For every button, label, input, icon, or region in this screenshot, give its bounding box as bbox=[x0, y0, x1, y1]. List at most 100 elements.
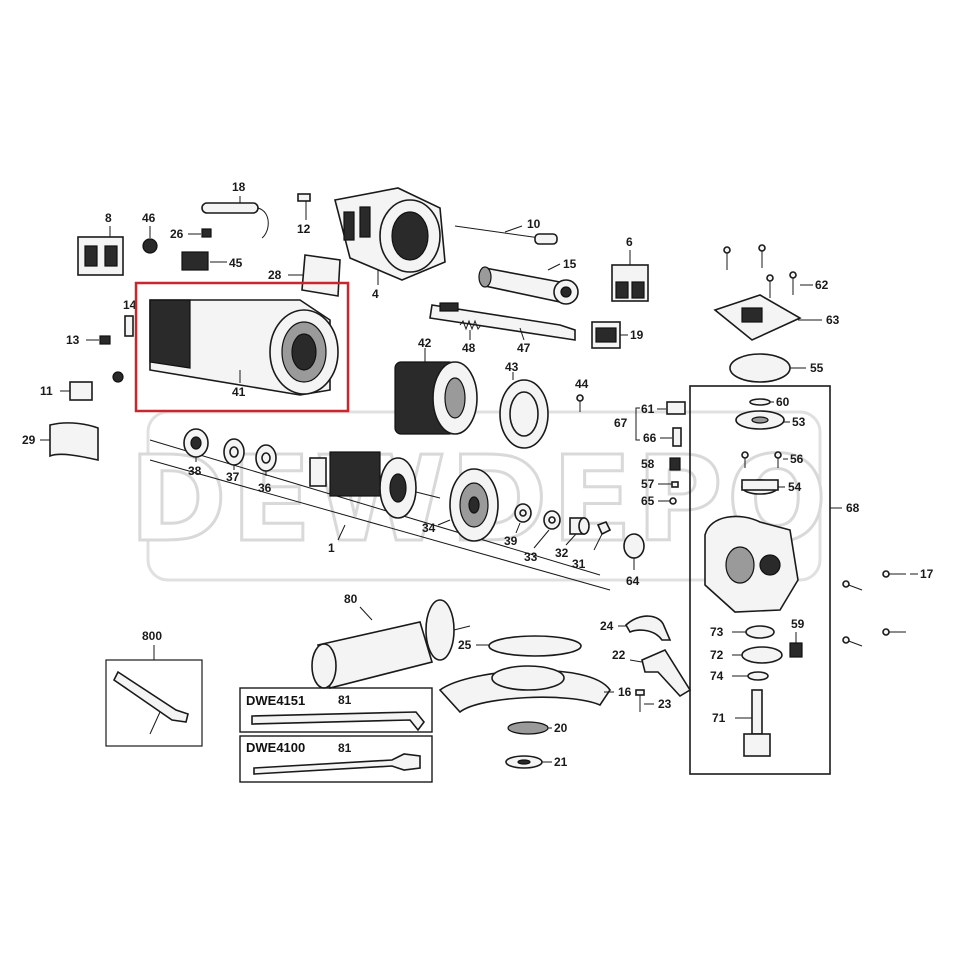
label-39: 39 bbox=[504, 534, 518, 548]
part-38-bearing[interactable]: 38 bbox=[183, 428, 209, 478]
part-33-washer[interactable]: 33 bbox=[524, 510, 561, 564]
part-74-washer[interactable]: 74 bbox=[710, 669, 769, 683]
part-25-ring[interactable]: 25 bbox=[458, 635, 582, 657]
part-32-bearing[interactable]: 32 bbox=[555, 517, 590, 560]
part-42-field[interactable]: 42 bbox=[394, 336, 478, 435]
part-18-wire[interactable]: 18 bbox=[201, 180, 269, 239]
part-56-screws[interactable]: 56 bbox=[741, 451, 804, 468]
label-800: 800 bbox=[142, 629, 162, 643]
part-45-switch[interactable]: 45 bbox=[181, 251, 243, 271]
label-20: 20 bbox=[554, 721, 568, 735]
label-71: 71 bbox=[712, 711, 726, 725]
part-20-flange[interactable]: 20 bbox=[507, 721, 568, 735]
group-box-68 bbox=[689, 385, 831, 775]
part-16-guard[interactable]: 16 bbox=[438, 665, 632, 714]
part-13-screw[interactable]: 13 bbox=[66, 333, 111, 347]
part-47-switch-rod[interactable]: 47 bbox=[429, 302, 576, 355]
part-11-brush[interactable]: 11 bbox=[40, 371, 124, 401]
label-25: 25 bbox=[458, 638, 472, 652]
label-72: 72 bbox=[710, 648, 724, 662]
label-22: 22 bbox=[612, 648, 626, 662]
label-56: 56 bbox=[790, 452, 804, 466]
label-23: 23 bbox=[658, 697, 672, 711]
part-57-washer[interactable]: 57 bbox=[641, 477, 679, 491]
label-17: 17 bbox=[920, 567, 934, 581]
part-37-washer[interactable]: 37 bbox=[223, 438, 245, 484]
part-36-washer[interactable]: 36 bbox=[255, 444, 277, 495]
part-44-screw[interactable]: 44 bbox=[575, 377, 589, 412]
part-12-screw[interactable]: 12 bbox=[297, 193, 311, 236]
part-14-terminal[interactable]: 14 bbox=[123, 298, 137, 337]
part-39-washer[interactable]: 39 bbox=[504, 503, 532, 548]
label-15: 15 bbox=[563, 257, 577, 271]
part-72-gear[interactable]: 72 bbox=[710, 646, 783, 664]
part-8-brush-holder[interactable]: 8 bbox=[77, 211, 124, 276]
part-23-screw[interactable]: 23 bbox=[635, 689, 672, 712]
part-54-bearing[interactable]: 54 bbox=[741, 479, 802, 495]
part-34-fan[interactable]: 34 bbox=[422, 468, 499, 542]
part-80-side-handle[interactable]: 80 bbox=[311, 592, 471, 689]
label-4: 4 bbox=[372, 287, 379, 301]
part-58-spring[interactable]: 58 bbox=[641, 457, 681, 471]
part-66-pin[interactable]: 66 bbox=[643, 427, 682, 447]
part-63-cover[interactable]: 63 bbox=[713, 294, 840, 341]
label-73: 73 bbox=[710, 625, 724, 639]
label-29: 29 bbox=[22, 433, 36, 447]
part-71-spindle[interactable]: 71 bbox=[712, 689, 771, 757]
label-8: 8 bbox=[105, 211, 112, 225]
part-29-label-plate[interactable]: 29 bbox=[22, 422, 99, 461]
part-65-clip[interactable]: 65 bbox=[641, 494, 677, 508]
part-59-key[interactable]: 59 bbox=[789, 617, 805, 658]
label-43: 43 bbox=[505, 360, 519, 374]
part-1-armature[interactable]: 1 bbox=[309, 451, 441, 555]
part-24-lever[interactable]: 24 bbox=[600, 615, 672, 641]
label-24: 24 bbox=[600, 619, 614, 633]
part-17-screws[interactable]: 17 bbox=[842, 567, 934, 647]
label-28: 28 bbox=[268, 268, 282, 282]
model-box-dwe4100: DWE4100 81 bbox=[239, 735, 433, 783]
part-64-ring[interactable]: 64 bbox=[623, 533, 645, 588]
model-box-dwe4151: DWE4151 81 bbox=[239, 687, 433, 733]
part-28-insulator[interactable]: 28 bbox=[268, 254, 341, 297]
label-68: 68 bbox=[846, 501, 860, 515]
label-41: 41 bbox=[232, 385, 246, 399]
label-67: 67 bbox=[614, 416, 628, 430]
part-48-spring[interactable]: 48 bbox=[459, 319, 482, 355]
part-60-washer[interactable]: 60 bbox=[749, 395, 790, 409]
highlight-box bbox=[134, 281, 350, 413]
part-800-kit[interactable]: 800 bbox=[105, 629, 203, 747]
part-4-housing[interactable]: 4 bbox=[334, 187, 446, 301]
part-41-field-housing[interactable]: 41 bbox=[134, 281, 350, 413]
part-6-switch[interactable]: 6 bbox=[611, 235, 649, 302]
part-55-ring[interactable]: 55 bbox=[729, 353, 824, 383]
model-label-dwe4151: DWE4151 bbox=[246, 693, 305, 708]
part-15-sleeve[interactable]: 15 bbox=[478, 257, 579, 305]
label-64: 64 bbox=[626, 574, 640, 588]
label-6: 6 bbox=[626, 235, 633, 249]
label-11: 11 bbox=[40, 384, 53, 398]
part-10-cable[interactable]: 10 bbox=[454, 217, 558, 245]
part-46-nut[interactable]: 46 bbox=[142, 211, 158, 254]
part-19-connector[interactable]: 19 bbox=[591, 321, 644, 349]
model-label-dwe4100: DWE4100 bbox=[246, 740, 305, 755]
part-21-nut[interactable]: 21 bbox=[505, 755, 568, 769]
part-62-screws[interactable]: 62 bbox=[723, 244, 829, 298]
label-63: 63 bbox=[826, 313, 840, 327]
label-19: 19 bbox=[630, 328, 644, 342]
part-73-bearing[interactable]: 73 bbox=[710, 625, 775, 639]
part-43-baffle[interactable]: 43 bbox=[499, 360, 549, 449]
label-18: 18 bbox=[232, 180, 246, 194]
label-58: 58 bbox=[641, 457, 655, 471]
label-46: 46 bbox=[142, 211, 156, 225]
part-26-screw[interactable]: 26 bbox=[170, 227, 212, 241]
part-22-bracket[interactable]: 22 bbox=[612, 648, 692, 698]
label-74: 74 bbox=[710, 669, 724, 683]
label-57: 57 bbox=[641, 477, 655, 491]
part-31-nut[interactable]: 31 bbox=[572, 520, 612, 571]
label-34: 34 bbox=[422, 521, 436, 535]
label-80: 80 bbox=[344, 592, 358, 606]
part-53-bearing[interactable]: 53 bbox=[735, 410, 806, 430]
part-61-key[interactable]: 61 bbox=[641, 401, 686, 416]
part-gear-case[interactable] bbox=[704, 515, 799, 613]
